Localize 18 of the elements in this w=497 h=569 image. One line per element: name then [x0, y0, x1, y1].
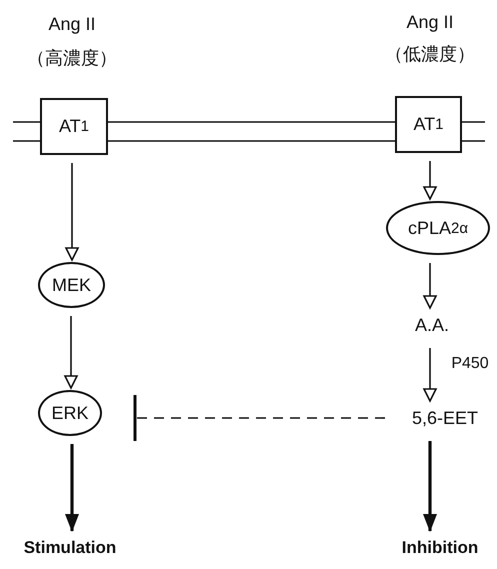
arrow	[423, 161, 437, 200]
concentration-label: （高濃度）	[27, 47, 117, 70]
ligand-label: Ang II	[48, 14, 96, 35]
protein-ellipse: ERK	[38, 390, 102, 436]
outcome-label: Inhibition	[385, 533, 495, 563]
arrow	[65, 444, 79, 532]
inhibition-line	[134, 394, 385, 442]
arrow	[423, 348, 437, 402]
arrow	[423, 263, 437, 309]
molecule-label: 5,6-EET	[395, 403, 495, 433]
arrow	[64, 316, 78, 389]
ligand-label: Ang II	[406, 12, 454, 33]
molecule-label: A.A.	[400, 310, 464, 340]
arrow	[65, 163, 79, 261]
arrow	[423, 441, 437, 532]
outcome-label: Stimulation	[10, 533, 130, 563]
concentration-label: （低濃度）	[385, 43, 475, 66]
protein-ellipse: MEK	[38, 262, 105, 308]
